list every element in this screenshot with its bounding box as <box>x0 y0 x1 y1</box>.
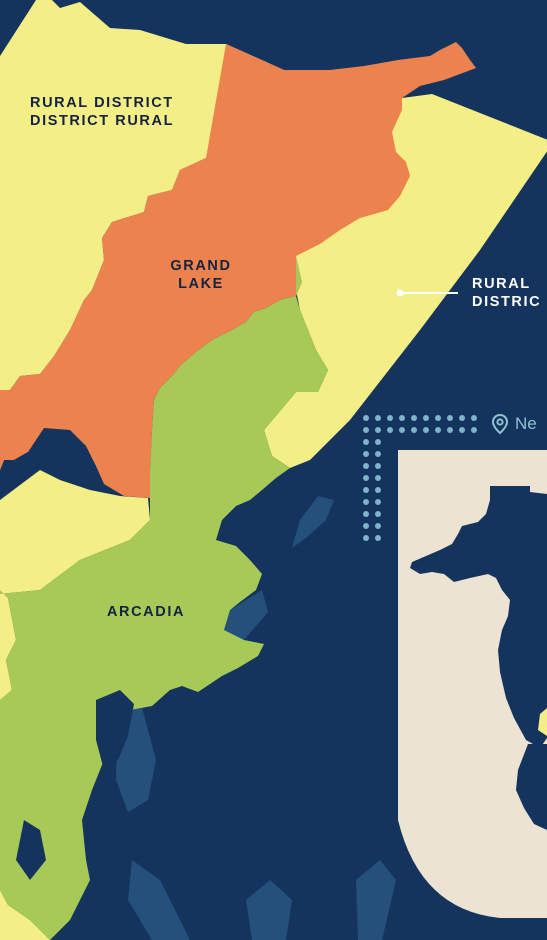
water-inlets <box>0 452 134 880</box>
label-line: ARCADIA <box>106 604 186 620</box>
label-grand-lake: GRAND LAKE <box>160 257 242 293</box>
label-rural-district-east: RURAL DISTRIC <box>472 275 541 311</box>
region-rural-district-southwest <box>0 470 150 594</box>
region-rural-district-west <box>0 0 284 940</box>
region-arcadia <box>0 256 328 940</box>
label-line: LAKE <box>178 276 224 292</box>
callout-rural-east <box>396 289 458 297</box>
inset-highlight-region <box>538 708 547 736</box>
label-rural-district-west: RURAL DISTRICT DISTRICT RURAL <box>30 94 174 130</box>
inset-location-label: Ne <box>515 414 537 433</box>
label-line: RURAL DISTRICT <box>30 95 174 111</box>
map-pin-icon <box>491 413 509 435</box>
label-arcadia: ARCADIA <box>96 603 196 621</box>
region-grand-lake <box>0 42 476 498</box>
inset-locator-map <box>398 450 547 918</box>
inset-water <box>410 486 547 748</box>
label-line: DISTRICT RURAL <box>30 113 175 129</box>
label-line: RURAL <box>472 276 531 292</box>
label-line: DISTRIC <box>472 294 542 310</box>
label-line: GRAND <box>170 258 232 274</box>
dot-grid-pattern <box>363 415 477 541</box>
inset-water-coast <box>516 744 547 830</box>
